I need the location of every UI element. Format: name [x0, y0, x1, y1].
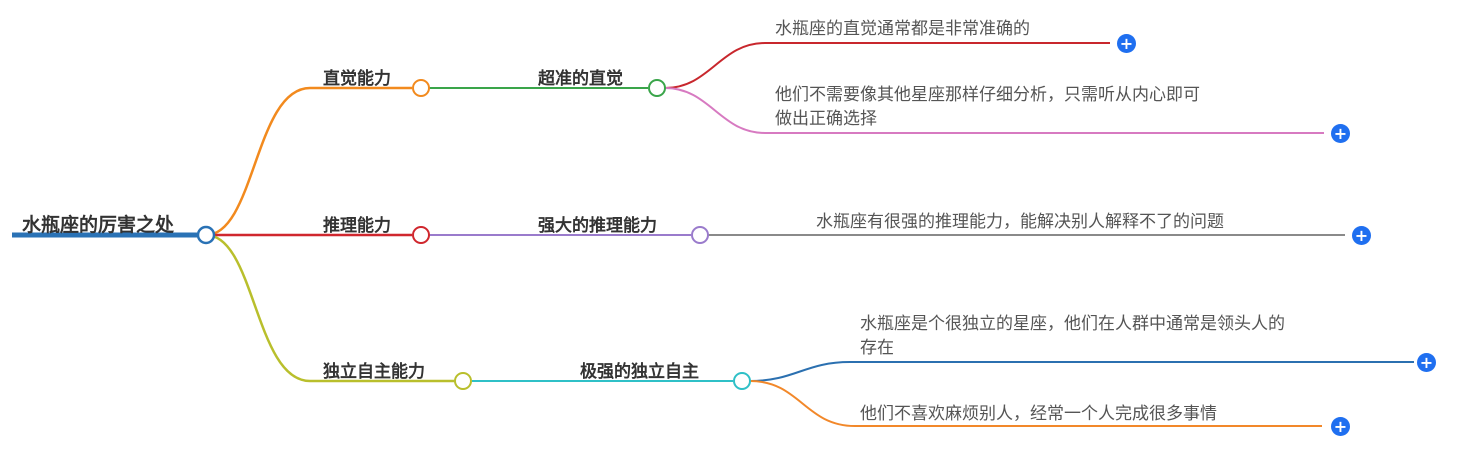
subtopic-strong-reasoning[interactable]: 强大的推理能力	[538, 216, 657, 236]
leaf-intuition-listen-heart[interactable]: 他们不需要像其他星座那样仔细分析，只需听从内心即可 做出正确选择	[775, 83, 1200, 131]
leaf-reasoning-solve-problems[interactable]: 水瓶座有很强的推理能力，能解决别人解释不了的问题	[816, 210, 1224, 234]
connector-leaf-independence-1	[749, 361, 1414, 382]
intuition-node-handle[interactable]	[412, 79, 430, 97]
connector-root-intuition	[205, 86, 412, 237]
topic-reasoning[interactable]: 推理能力	[323, 216, 391, 236]
independence-child-node-handle[interactable]	[733, 372, 751, 390]
plus-icon[interactable]: +	[1331, 417, 1350, 436]
leaf-line: 做出正确选择	[775, 109, 877, 129]
connector-leaf-intuition-2	[664, 87, 1324, 134]
plus-icon[interactable]: +	[1331, 124, 1350, 143]
root-node-handle[interactable]	[196, 225, 216, 245]
leaf-line: 水瓶座是个很独立的星座，他们在人群中通常是领头人的	[860, 314, 1285, 334]
subtopic-strong-independence[interactable]: 极强的独立自主	[580, 362, 699, 382]
independence-node-handle[interactable]	[454, 372, 472, 390]
intuition-child-node-handle[interactable]	[648, 79, 666, 97]
leaf-independence-leader[interactable]: 水瓶座是个很独立的星座，他们在人群中通常是领头人的 存在	[860, 312, 1285, 360]
reasoning-node-handle[interactable]	[412, 226, 430, 244]
leaf-intuition-accurate[interactable]: 水瓶座的直觉通常都是非常准确的	[775, 17, 1030, 41]
leaf-line: 存在	[860, 338, 894, 358]
leaf-line: 他们不喜欢麻烦别人，经常一个人完成很多事情	[860, 404, 1217, 424]
leaf-line: 他们不需要像其他星座那样仔细分析，只需听从内心即可	[775, 85, 1200, 105]
reasoning-child-node-handle[interactable]	[691, 226, 709, 244]
leaf-independence-self-reliant[interactable]: 他们不喜欢麻烦别人，经常一个人完成很多事情	[860, 402, 1217, 426]
connector-root-independence	[205, 233, 455, 383]
connector-leaf-intuition-1	[664, 42, 1110, 89]
leaf-line: 水瓶座的直觉通常都是非常准确的	[775, 19, 1030, 39]
subtopic-accurate-intuition[interactable]: 超准的直觉	[538, 69, 623, 89]
leaf-line: 水瓶座有很强的推理能力，能解决别人解释不了的问题	[816, 212, 1224, 232]
topic-intuition[interactable]: 直觉能力	[323, 69, 391, 89]
plus-icon[interactable]: +	[1417, 353, 1436, 372]
root-topic[interactable]: 水瓶座的厉害之处	[22, 214, 175, 236]
connector-leaf-independence-2	[749, 380, 1322, 427]
plus-icon[interactable]: +	[1352, 226, 1371, 245]
plus-icon[interactable]: +	[1117, 34, 1136, 53]
topic-independence[interactable]: 独立自主能力	[323, 362, 425, 382]
